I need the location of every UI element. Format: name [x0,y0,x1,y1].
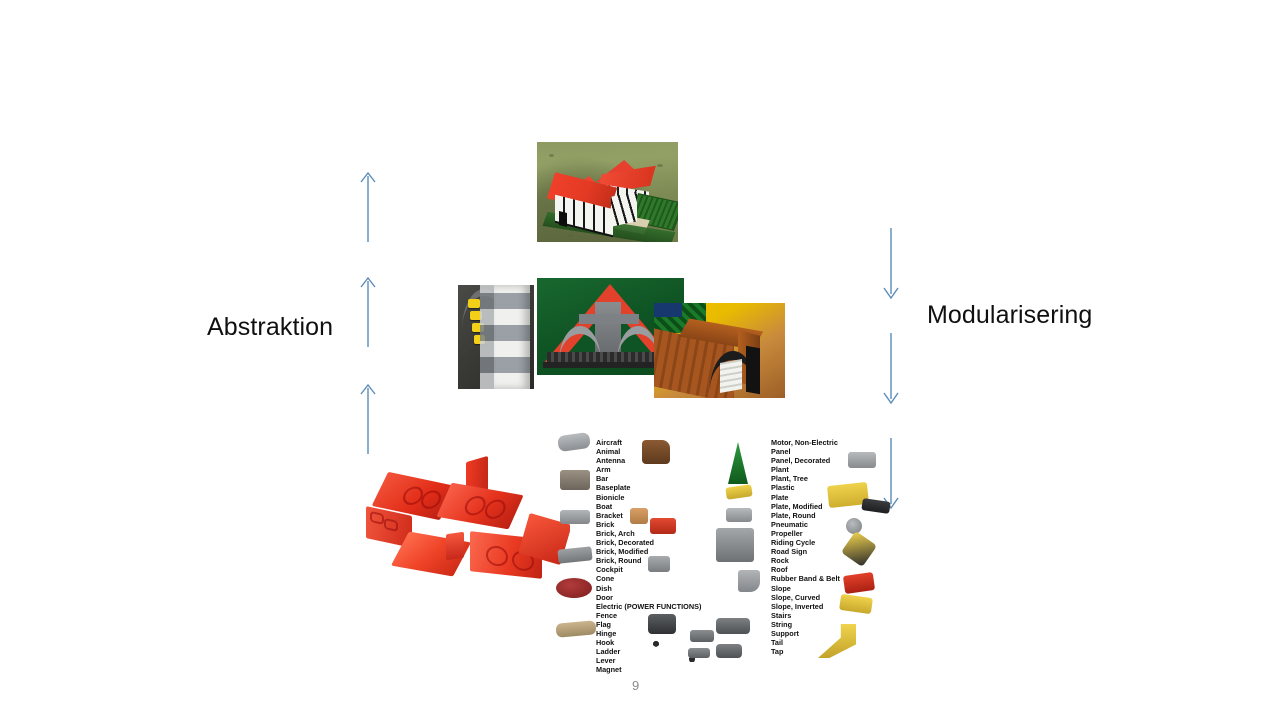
catalogue-item: Fence [596,610,618,620]
catalogue-left-column: Aircraft Animal Antenna Arm Bar Baseplat… [596,438,701,674]
catalogue-item: Rubber Band & Belt [771,574,840,584]
modularisation-arrow-group [878,228,904,510]
catalogue-item: Brick, Decorated [596,538,654,548]
abstraction-arrow-group [355,168,381,454]
catalogue-item: Flag [596,619,611,629]
catalogue-item: Door [596,592,614,602]
catalogue-item: Dish [596,583,612,593]
red-lego-bricks-photo [358,455,570,607]
catalogue-item: Tail [771,638,784,648]
catalogue-item: Brick, Arch [596,528,635,538]
catalogue-item: Panel [771,447,791,457]
page-number: 9 [632,678,640,693]
catalogue-item: Ladder [596,647,621,657]
catalogue-item: Panel, Decorated [771,456,831,466]
catalogue-item: Plant, Tree [771,474,808,484]
catalogue-item: Propeller [771,528,803,538]
catalogue-item: Tap [771,647,784,657]
catalogue-right-column: Motor, Non-Electric Panel Panel, Decorat… [771,438,840,656]
catalogue-item: Plate, Modified [771,501,823,511]
catalogue-item: Motor, Non-Electric [771,438,838,447]
catalogue-item: Plate, Round [771,510,816,520]
catalogue-item: Boat [596,501,613,511]
catalogue-item: Cone [596,574,615,584]
abstraction-label: Abstraktion [207,313,334,341]
catalogue-item: Plant [771,465,789,475]
catalogue-item: Lever [596,656,616,666]
catalogue-item: Electric (POWER FUNCTIONS) [596,601,702,611]
catalogue-item: Bionicle [596,492,625,502]
catalogue-item: Magnet [596,665,622,675]
catalogue-item: Stairs [771,610,792,620]
modularisation-arrow-1 [878,228,904,303]
catalogue-item: Pneumatic [771,519,808,529]
catalogue-item: Slope, Curved [771,592,821,602]
catalogue-item: Riding Cycle [771,538,816,548]
abstraction-arrow-1 [355,168,381,243]
catalogue-item: Brick [596,519,615,529]
catalogue-item: Slope [771,583,791,593]
lego-column-photo [458,285,534,389]
catalogue-item: Plate [771,492,789,502]
catalogue-item: Antenna [596,456,626,466]
catalogue-item: Animal [596,447,621,457]
catalogue-item: Bar [596,474,609,484]
catalogue-item: Aircraft [596,438,622,447]
abstraction-arrow-3 [355,380,381,455]
modularisation-label: Modularisering [927,301,1093,329]
catalogue-item: Plastic [771,483,795,493]
catalogue-item: Bracket [596,510,623,520]
catalogue-item: Hook [596,638,615,648]
catalogue-item: Baseplate [596,483,631,493]
abstraction-arrow-2 [355,273,381,348]
catalogue-item: Arm [596,465,611,475]
catalogue-item: Brick, Round [596,556,642,566]
catalogue-item: Hinge [596,628,617,638]
modularisation-arrow-2 [878,333,904,408]
catalogue-item: String [771,619,793,629]
catalogue-item: Support [771,628,799,638]
catalogue-item: Road Sign [771,547,808,557]
lego-house-photo [537,142,678,242]
catalogue-item: Slope, Inverted [771,601,824,611]
lego-castle-photo [654,303,785,398]
catalogue-item: Brick, Modified [596,547,649,557]
catalogue-item: Rock [771,556,789,566]
catalogue-item: Roof [771,565,788,575]
catalogue-item: Cockpit [596,565,623,575]
